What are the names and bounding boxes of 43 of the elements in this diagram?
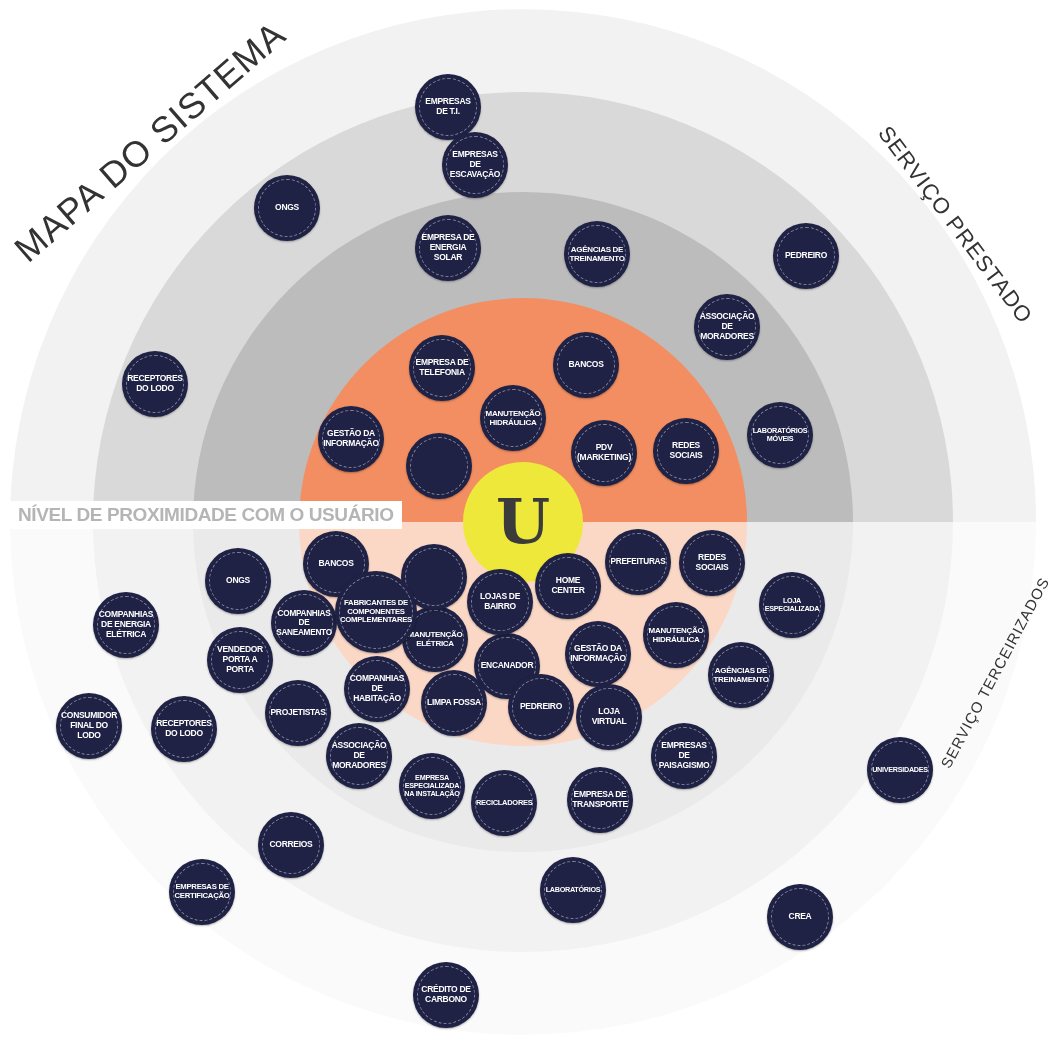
stakeholder-name: PROJETISTAS xyxy=(270,708,326,718)
stakeholder-name: COMPANHIAS DE SANEAMENTO xyxy=(276,608,332,638)
stakeholder-name: EMPRESA DE TRANSPORTE xyxy=(572,790,628,810)
stakeholder-name: PREFEITURAS xyxy=(610,557,666,567)
stakeholder-name: LIMPA FOSSA xyxy=(427,698,481,708)
stakeholder-name: ASSOCIAÇÃO DE MORADORES xyxy=(699,312,755,342)
stakeholder-name: EMPRESAS DE PAISAGISMO xyxy=(657,741,711,771)
stakeholder-name: RECEPTORES DO LODO xyxy=(127,374,183,394)
stakeholder-name: EMPRESA DE TELEFONIA xyxy=(414,358,470,378)
stakeholder-name: MANUTENÇÃO HIDRÁULICA xyxy=(485,408,541,428)
stakeholder-name: CONSUMIDOR FINAL DO LODO xyxy=(61,711,117,741)
stakeholder-name: GESTÃO DA INFORMAÇÃO xyxy=(570,644,626,664)
stakeholder-name: BANCOS xyxy=(568,360,604,370)
stakeholder-name: CREA xyxy=(788,912,812,922)
stakeholder-name: VENDEDOR PORTA A PORTA xyxy=(216,645,264,675)
stakeholder-name: REDES SOCIAIS xyxy=(694,553,730,573)
stakeholder-name: LOJAS DE BAIRRO xyxy=(478,592,522,612)
stakeholder-name: ENCANADOR xyxy=(480,661,534,671)
stakeholder-name: COMPANHIAS DE HABITAÇÃO xyxy=(349,674,405,704)
axis-label: NÍVEL DE PROXIMIDADE COM O USUÁRIO xyxy=(18,504,394,526)
stakeholder-name: PEDREIRO xyxy=(785,251,827,261)
stakeholder-name: ONGS xyxy=(226,576,250,586)
stakeholder-name: COMPANHIAS DE ENERGIA ELÉTRICA xyxy=(98,610,154,640)
stakeholder-name: RECEPTORES DO LODO xyxy=(156,719,212,739)
stakeholder-name: BANCOS xyxy=(318,559,354,569)
stakeholder-name: EMPRESAS DE T.I. xyxy=(424,97,472,117)
stakeholder-name: GESTÃO DA INFORMAÇÃO xyxy=(323,429,379,449)
stakeholder-name: AGÊNCIAS DE TREINAMENTO xyxy=(713,665,769,685)
stakeholder-name: AGÊNCIAS DE TREINAMENTO xyxy=(569,244,625,264)
user-initial: U xyxy=(496,491,550,553)
stakeholder-name: ONGS xyxy=(275,203,299,213)
stakeholder-name: EMPRESAS DE ESCAVAÇÃO xyxy=(448,150,502,180)
stakeholder-name: MANUTENÇÃO HIDRÁULICA xyxy=(648,625,704,645)
stakeholder-name: CRÉDITO DE CARBONO xyxy=(420,985,472,1005)
stakeholder-name: HOME CENTER xyxy=(550,576,586,596)
stakeholder-name: ASSOCIAÇÃO DE MORADORES xyxy=(331,741,387,771)
stakeholder-name: LOJA VIRTUAL xyxy=(590,707,628,727)
stakeholder-name: CORREIOS xyxy=(269,840,313,850)
stakeholder-name: EMPRESA DE ENERGIA SOLAR xyxy=(420,233,476,263)
stakeholder-name: REDES SOCIAIS xyxy=(668,441,704,461)
stakeholder-name: PDV (MARKETING) xyxy=(576,443,632,463)
stakeholder-name: MANUTENÇÃO ELÉTRICA xyxy=(407,629,463,649)
stakeholder-name: PEDREIRO xyxy=(520,702,562,712)
